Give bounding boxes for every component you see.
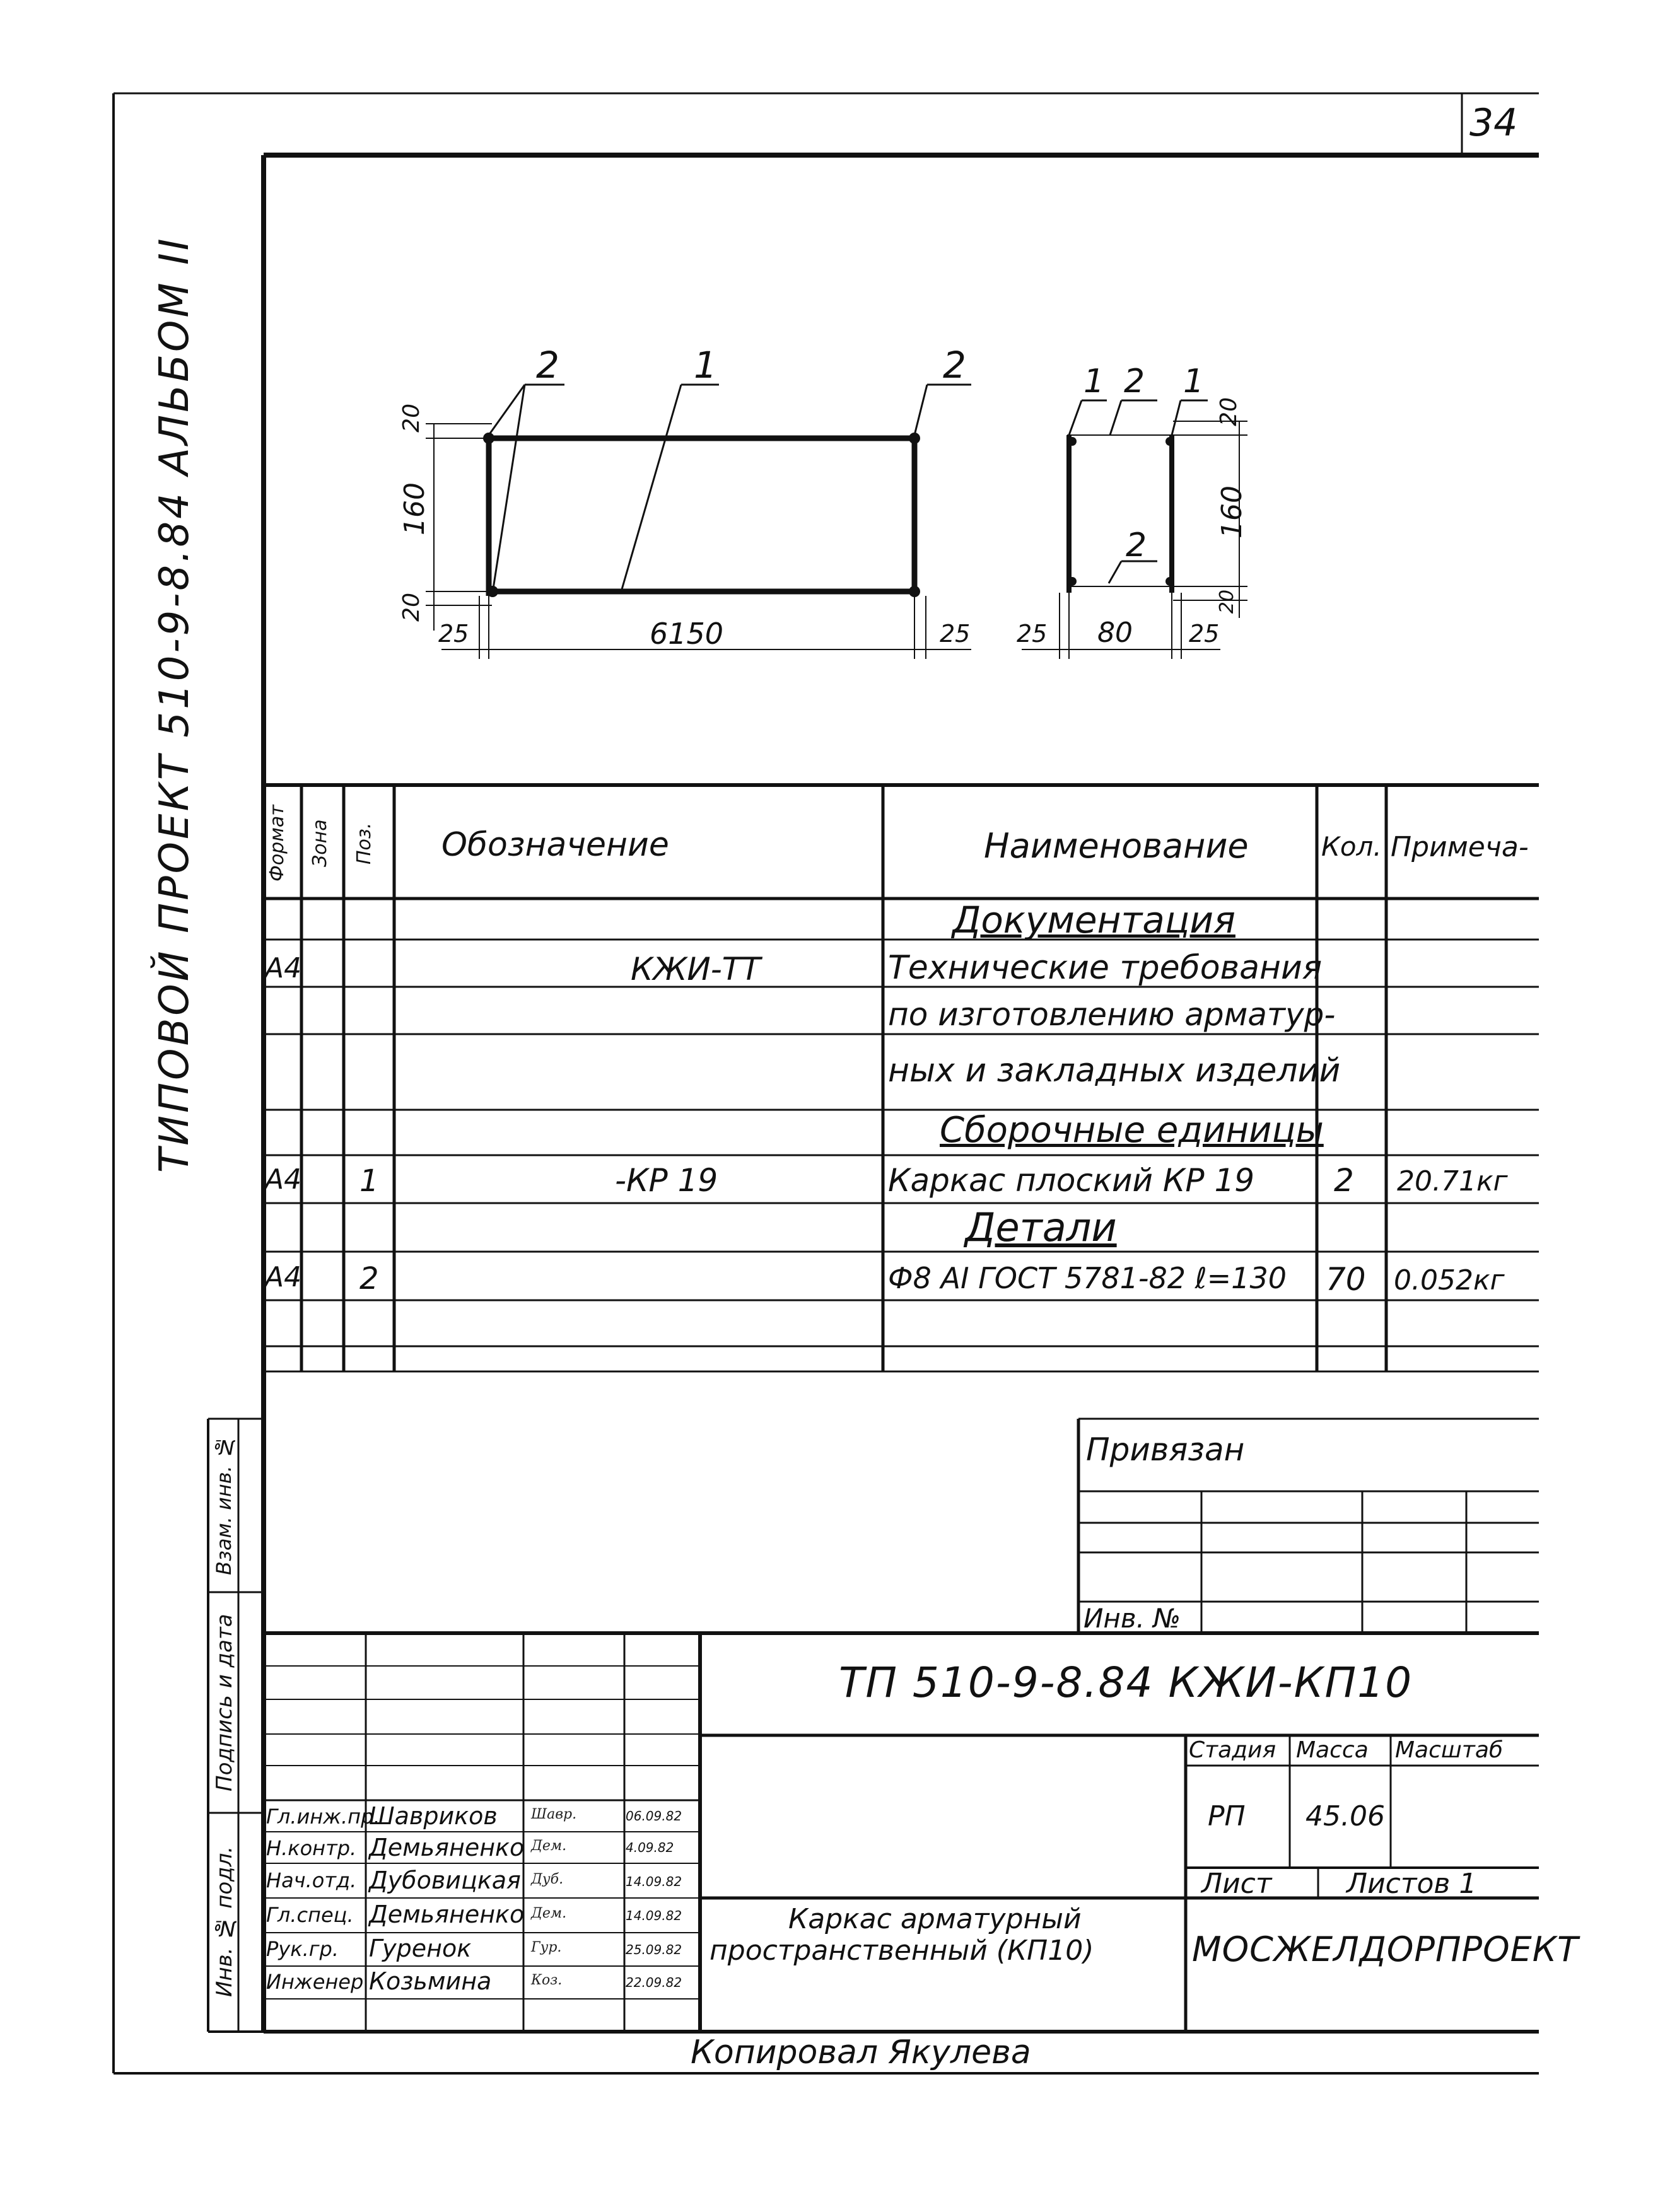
signature-icon: Дем. <box>531 1906 567 1921</box>
row-name: Ф8 АI ГОСТ 5781-82 ℓ=130 <box>888 1261 1287 1295</box>
row-designation: КЖИ-ТТ <box>631 951 761 987</box>
person-role: Инженер <box>266 1970 364 1994</box>
dimension-label: 160 <box>1216 486 1248 538</box>
header-zone: Зона <box>309 819 331 868</box>
row-qty: 70 <box>1326 1261 1366 1298</box>
person-role: Рук.гр. <box>266 1937 339 1961</box>
bound-title: Привязан <box>1086 1431 1245 1468</box>
section-title: Сборочные единицы <box>940 1110 1324 1151</box>
person-role: Гл.инж.пр. <box>266 1805 380 1829</box>
person-date: 22.09.82 <box>626 1975 682 1990</box>
mass-label: Масса <box>1296 1737 1369 1763</box>
row-format: А4 <box>265 1261 302 1293</box>
position-label: 1 <box>1183 363 1205 400</box>
header-qty: Кол. <box>1321 831 1382 862</box>
person-date: 25.09.82 <box>626 1942 682 1957</box>
sheet-label: Лист <box>1201 1868 1272 1900</box>
person-name: Козьмина <box>369 1967 492 1995</box>
dimension-label: 160 <box>399 482 431 535</box>
dimension-label: 20 <box>1216 397 1242 426</box>
row-designation: -КР 19 <box>615 1162 718 1199</box>
position-label: 2 <box>536 344 559 387</box>
header-pos: Поз. <box>353 822 375 864</box>
signature-icon: Гур. <box>531 1940 562 1955</box>
person-role: Н.контр. <box>266 1836 357 1860</box>
row-qty: 2 <box>1334 1162 1354 1199</box>
row-name: Технические требования <box>888 949 1323 987</box>
mass-value: 45.06 <box>1305 1800 1385 1832</box>
person-role: Нач.отд. <box>266 1868 357 1892</box>
dimension-label: 25 <box>1189 620 1220 648</box>
person-date: 4.09.82 <box>626 1840 674 1855</box>
sign-date-label: Подпись и дата <box>212 1614 237 1791</box>
signature-icon: Дем. <box>531 1838 567 1854</box>
row-format: А4 <box>265 1163 302 1196</box>
position-label: 2 <box>943 344 966 387</box>
bound-inv-label: Инв. № <box>1084 1603 1181 1634</box>
header-name: Наименование <box>984 826 1249 866</box>
person-name: Шавриков <box>369 1802 498 1830</box>
dimension-label: 80 <box>1097 617 1133 649</box>
row-note: 0.052кг <box>1394 1264 1505 1296</box>
row-pos: 2 <box>359 1261 379 1296</box>
dimension-label: 20 <box>1216 590 1238 614</box>
row-name: Каркас плоский КР 19 <box>888 1162 1255 1199</box>
object-name-line-1: Каркас арматурный <box>788 1903 1082 1935</box>
signature-icon: Коз. <box>531 1972 563 1988</box>
dimension-label: 25 <box>1017 620 1048 648</box>
position-label: 1 <box>1084 363 1105 400</box>
row-note: 20.71кг <box>1397 1165 1508 1197</box>
person-date: 06.09.82 <box>626 1808 682 1824</box>
organization-name: МОСЖЕЛДОРПРОЕКТ <box>1192 1930 1579 1969</box>
person-date: 14.09.82 <box>626 1874 682 1889</box>
person-name: Гуренок <box>369 1935 472 1962</box>
stage-label: Стадия <box>1189 1737 1276 1763</box>
row-format: А4 <box>265 952 302 984</box>
header-designation: Обозначение <box>441 826 669 864</box>
position-label: 2 <box>1126 527 1147 564</box>
section-title: Детали <box>965 1204 1117 1250</box>
row-name: по изготовлению арматур- <box>888 996 1336 1033</box>
dimension-label: 20 <box>399 404 424 433</box>
sheets-label: Листов 1 <box>1346 1868 1477 1900</box>
header-format: Формат <box>266 805 288 882</box>
dimension-label: 25 <box>940 620 971 648</box>
person-role: Гл.спец. <box>266 1903 354 1927</box>
inv-orig-label: Инв. № подл. <box>212 1846 237 1998</box>
object-name-line-2: пространственный (КП10) <box>710 1935 1094 1967</box>
person-date: 14.09.82 <box>626 1908 682 1923</box>
person-name: Дубовицкая <box>369 1866 521 1894</box>
row-name: ных и закладных изделий <box>888 1052 1341 1090</box>
signature-icon: Шавр. <box>531 1807 577 1822</box>
document-code: ТП 510-9-8.84 КЖИ-КП10 <box>839 1658 1413 1707</box>
person-name: Демьяненко <box>369 1901 525 1928</box>
header-note: Примеча- <box>1391 831 1529 863</box>
copied-by: Копировал Якулева <box>691 2034 1031 2071</box>
stage-value: РП <box>1208 1800 1246 1832</box>
signature-icon: Дуб. <box>531 1871 564 1887</box>
sheet-number: 34 <box>1469 101 1518 145</box>
side-title: ТИПОВОЙ ПРОЕКТ 510-9-8.84 АЛЬБОМ II <box>151 236 198 1173</box>
dimension-label: 25 <box>438 620 469 648</box>
dimension-label: 20 <box>399 593 424 622</box>
dimension-label: 6150 <box>650 617 724 651</box>
scale-label: Масштаб <box>1395 1737 1504 1763</box>
person-name: Демьяненко <box>369 1834 525 1861</box>
vzam-inv-label: Взам. инв. № <box>212 1435 236 1576</box>
position-label: 1 <box>694 344 717 387</box>
section-title: Документация <box>952 899 1235 941</box>
position-label: 2 <box>1124 363 1145 400</box>
row-pos: 1 <box>359 1163 379 1199</box>
